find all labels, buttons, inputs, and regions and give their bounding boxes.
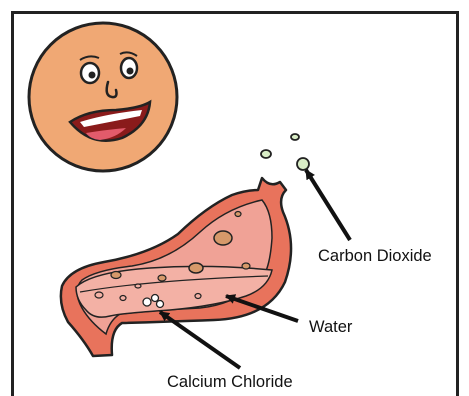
smiling-face-icon xyxy=(29,23,177,171)
label-calcium-chloride: Calcium Chloride xyxy=(167,374,293,391)
label-carbon-dioxide: Carbon Dioxide xyxy=(318,248,432,265)
label-water: Water xyxy=(309,319,352,336)
